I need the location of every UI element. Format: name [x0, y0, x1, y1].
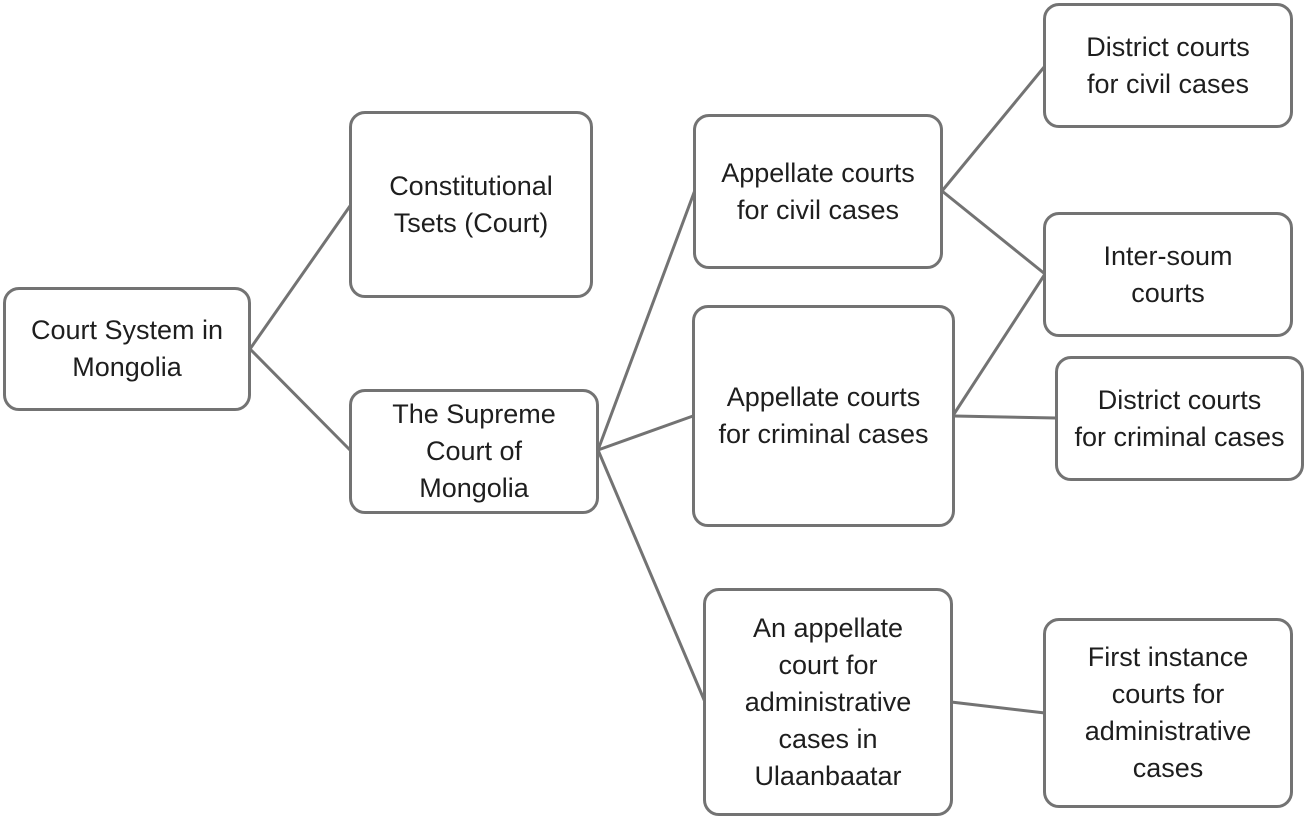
node-appellate-civil: Appellate courts for civil cases: [693, 114, 943, 269]
node-label: Appellate courts for civil cases: [721, 157, 915, 225]
edge-supreme-appellate-admin: [596, 448, 707, 704]
edge-root-supreme: [248, 347, 352, 452]
node-label: Appellate courts for criminal cases: [718, 382, 929, 449]
edge-supreme-appellate-civil: [596, 188, 697, 452]
node-label: Constitutional Tsets (Court): [389, 170, 553, 238]
node-court-system-root: Court System in Mongolia: [3, 287, 251, 411]
node-label: District courts for criminal cases: [1074, 384, 1285, 452]
node-district-criminal: District courts for criminal cases: [1055, 356, 1304, 481]
edge-appellate-criminal-inter-soum: [952, 272, 1047, 416]
edge-supreme-appellate-criminal: [596, 414, 695, 452]
node-label: An appellate court for administrative ca…: [744, 612, 912, 791]
node-district-civil: District courts for civil cases: [1043, 3, 1293, 128]
edge-appellate-admin-first-instance: [949, 700, 1047, 715]
node-appellate-criminal: Appellate courts for criminal cases: [692, 305, 955, 527]
edge-appellate-civil-inter-soum: [940, 189, 1047, 276]
edge-root-constitutional: [248, 204, 352, 351]
edge-appellate-criminal-district-criminal: [952, 414, 1058, 420]
node-appellate-administrative: An appellate court for administrative ca…: [703, 588, 953, 816]
node-label: Court System in Mongolia: [30, 315, 224, 382]
node-supreme-court: The Supreme Court of Mongolia: [349, 389, 599, 514]
node-label: District courts for civil cases: [1086, 31, 1250, 99]
node-first-instance-administrative: First instance courts for administrative…: [1043, 618, 1293, 808]
node-label: Inter-soum courts: [1103, 240, 1233, 308]
node-label: First instance courts for administrative…: [1084, 642, 1252, 783]
node-inter-soum: Inter-soum courts: [1043, 212, 1293, 337]
node-constitutional-tsets: Constitutional Tsets (Court): [349, 111, 593, 298]
node-label: The Supreme Court of Mongolia: [392, 399, 556, 503]
edge-appellate-civil-district-civil: [940, 64, 1047, 193]
